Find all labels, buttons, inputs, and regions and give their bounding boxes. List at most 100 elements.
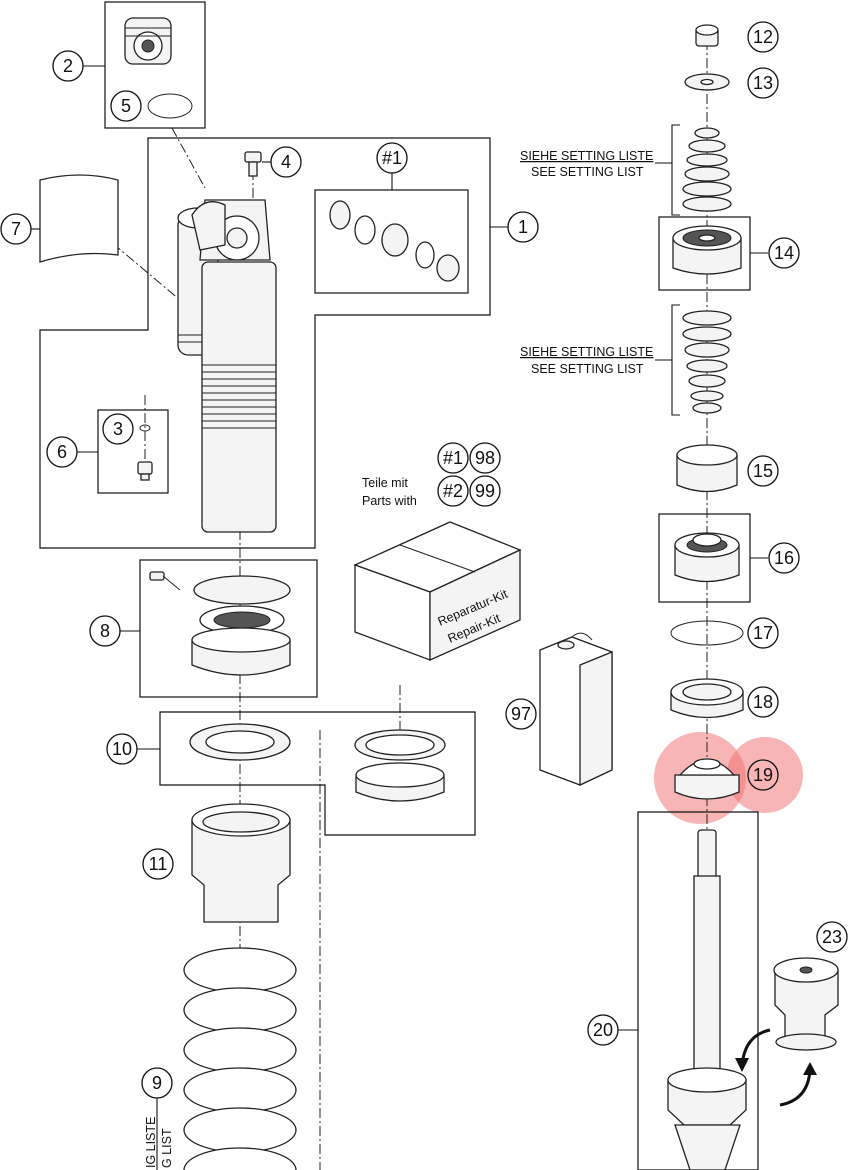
- callout-8[interactable]: 8: [89, 615, 121, 647]
- seal-head-19: [674, 758, 740, 800]
- svg-text:1: 1: [518, 217, 528, 237]
- oil-can-97: [539, 632, 613, 787]
- callout-20[interactable]: 20: [587, 1014, 619, 1046]
- svg-text:3: 3: [113, 419, 123, 439]
- svg-text:20: 20: [593, 1020, 613, 1040]
- svg-text:15: 15: [753, 461, 773, 481]
- arrow-up-head: [735, 1058, 749, 1072]
- svg-text:#2: #2: [443, 481, 463, 501]
- box-10: [159, 711, 476, 836]
- callout-hash-1[interactable]: #1: [437, 442, 469, 474]
- callout-14[interactable]: 14: [768, 237, 800, 269]
- shock-body: [191, 199, 277, 533]
- reservoir-cap-2: [124, 17, 172, 65]
- svg-text:#1: #1: [382, 148, 402, 168]
- callout-98[interactable]: 98: [469, 442, 501, 474]
- svg-text:9: 9: [152, 1073, 162, 1093]
- svg-text:#1: #1: [443, 448, 463, 468]
- shaft-20: [667, 829, 747, 1170]
- piston-14: [672, 225, 742, 275]
- callout-3[interactable]: 3: [102, 413, 134, 445]
- svg-text:10: 10: [112, 739, 132, 759]
- valve-4: [244, 151, 262, 177]
- callout-16[interactable]: 16: [768, 542, 800, 574]
- box-2: [104, 1, 206, 129]
- arrow-down-icon: [779, 1069, 812, 1107]
- callout-99[interactable]: 99: [469, 475, 501, 507]
- svg-text:23: 23: [822, 927, 842, 947]
- washer-13: [684, 73, 730, 91]
- svg-text:13: 13: [753, 73, 773, 93]
- heat-shield-7: [39, 174, 119, 263]
- bracket-lower: [671, 304, 680, 416]
- note-upper-de: SIEHE SETTING LISTE: [520, 149, 653, 163]
- svg-text:17: 17: [753, 623, 773, 643]
- nut-12: [695, 24, 719, 47]
- svg-text:11: 11: [149, 854, 168, 874]
- callout-97[interactable]: 97: [505, 698, 537, 730]
- note-lower-en: SEE SETTING LIST: [531, 362, 644, 376]
- box-8: [139, 559, 318, 698]
- svg-text:19: 19: [753, 765, 773, 785]
- shim-stack-upper: [682, 127, 732, 212]
- svg-text:8: 8: [100, 621, 110, 641]
- callout-5[interactable]: 5: [110, 90, 142, 122]
- box-20: [637, 811, 759, 1170]
- bracket-upper: [671, 124, 680, 216]
- svg-text:4: 4: [281, 152, 291, 172]
- callout-11[interactable]: 11: [142, 848, 174, 880]
- note-lower-de: SIEHE SETTING LISTE: [520, 345, 653, 359]
- callout-hash-1-kit[interactable]: #1: [376, 142, 408, 174]
- svg-text:16: 16: [774, 548, 794, 568]
- note-upper-en: SEE SETTING LIST: [531, 165, 644, 179]
- callout-4[interactable]: 4: [270, 146, 302, 178]
- washer-10: [189, 723, 291, 761]
- callout-12[interactable]: 12: [747, 21, 779, 53]
- sleeve-11: [191, 803, 291, 923]
- callout-hash-2[interactable]: #2: [437, 475, 469, 507]
- svg-text:18: 18: [753, 692, 773, 712]
- circlip-17: [670, 620, 744, 646]
- repair-kit-box: [353, 521, 522, 662]
- svg-text:97: 97: [511, 704, 531, 724]
- bleed-screw-6: [137, 424, 153, 481]
- callout-9[interactable]: 9: [141, 1067, 173, 1099]
- svg-text:99: 99: [475, 481, 495, 501]
- parts-with-de: Teile mit: [362, 476, 408, 490]
- svg-text:14: 14: [774, 243, 794, 263]
- washer-15: [676, 444, 738, 493]
- base-valve-16: [674, 532, 740, 583]
- callout-1[interactable]: 1: [507, 211, 539, 243]
- bushing-18: [670, 678, 744, 719]
- svg-text:12: 12: [753, 27, 773, 47]
- o-ring-5: [147, 93, 193, 119]
- callout-6[interactable]: 6: [46, 436, 78, 468]
- spring-note-de: IG LISTE: [144, 1117, 158, 1168]
- leader-lines: [31, 65, 768, 1170]
- axis-5: [171, 127, 206, 189]
- spring-9: [183, 947, 297, 1170]
- callout-19[interactable]: 19: [747, 759, 779, 791]
- parts-with-en: Parts with: [362, 494, 417, 508]
- svg-text:98: 98: [475, 448, 495, 468]
- callout-17[interactable]: 17: [747, 617, 779, 649]
- svg-text:6: 6: [57, 442, 67, 462]
- bump-stop-23: [773, 957, 839, 1051]
- callout-15[interactable]: 15: [747, 455, 779, 487]
- callout-18[interactable]: 18: [747, 686, 779, 718]
- callout-2[interactable]: 2: [52, 50, 84, 82]
- seal-kit-parts: [329, 200, 460, 282]
- svg-text:7: 7: [11, 219, 21, 239]
- spring-note-en: G LIST: [160, 1128, 174, 1168]
- arrow-down-head: [803, 1062, 817, 1075]
- callout-13[interactable]: 13: [747, 67, 779, 99]
- callout-7[interactable]: 7: [0, 213, 32, 245]
- callout-10[interactable]: 10: [106, 733, 138, 765]
- box-1: [39, 137, 491, 549]
- shim-stack-lower: [682, 310, 732, 414]
- callout-23[interactable]: 23: [816, 921, 848, 953]
- svg-text:5: 5: [121, 96, 131, 116]
- svg-text:2: 2: [63, 56, 73, 76]
- spring-seat-10: [354, 729, 446, 802]
